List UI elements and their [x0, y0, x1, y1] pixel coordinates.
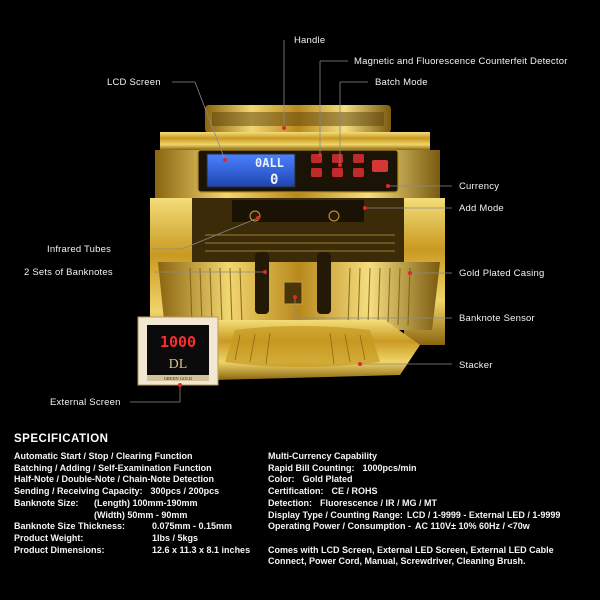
callout-banknote-sensor: Banknote Sensor: [459, 313, 535, 324]
keypad-button: [353, 154, 364, 163]
spacer: [268, 533, 594, 545]
spec-row: Multi-Currency Capability: [268, 451, 378, 461]
currency-button: [372, 160, 388, 172]
control-panel: [197, 149, 399, 193]
callout-detector: Magnetic and Fluorescence Counterfeit De…: [354, 56, 568, 67]
spec-row: (Width) 50mm - 90mm: [94, 509, 188, 520]
keypad-button: [353, 168, 364, 177]
lcd-top-text: 0ALL: [255, 156, 284, 170]
spec-row: Banknote Size Thickness:0.075mm - 0.15mm: [14, 521, 233, 532]
spec-row: Automatic Start / Stop / Clearing Functi…: [14, 451, 193, 461]
spec-row: Rapid Bill Counting:1000pcs/min: [268, 462, 417, 473]
spec-row: Color:Gold Plated: [268, 474, 353, 485]
spec-row: Operating Power / Consumption -AC 110V± …: [268, 521, 530, 532]
keypad-button: [311, 154, 322, 163]
callout-stacker: Stacker: [459, 360, 493, 371]
spec-row: Banknote Size:(Length) 100mm-190mm: [14, 497, 198, 508]
spec-row: Detection:Fluorescence / IR / MG / MT: [268, 497, 438, 508]
brand-logo: GREEN GOLD: [164, 376, 193, 381]
top-housing: [155, 132, 440, 198]
spec-row: Product Dimensions:12.6 x 11.3 x 8.1 inc…: [14, 544, 251, 555]
callout-gold-casing: Gold Plated Casing: [459, 268, 545, 279]
callout-currency: Currency: [459, 181, 500, 192]
spec-row: Product Weight:1lbs / 5kgs: [14, 532, 199, 543]
left-side-panel: [150, 198, 192, 360]
monogram-logo: DL: [169, 357, 188, 372]
keypad-button: [332, 154, 343, 163]
external-display-digits: 1000: [160, 333, 196, 351]
hopper: [192, 198, 404, 262]
keypad-button: [311, 168, 322, 177]
handle: [205, 105, 391, 133]
callout-dots: [178, 126, 412, 387]
callout-banknote-sets: 2 Sets of Banknotes: [24, 267, 113, 278]
spec-row: Half-Note / Double-Note / Chain-Note Det…: [14, 474, 214, 485]
external-screen: [137, 316, 219, 386]
spec-left-column: Automatic Start / Stop / Clearing Functi…: [14, 451, 266, 556]
callout-external-screen: External Screen: [50, 397, 121, 408]
front-casing: [158, 252, 440, 330]
spec-right-column: Multi-Currency Capability Rapid Bill Cou…: [268, 451, 594, 568]
spec-row: Display Type / Counting Range:LCD / 1-99…: [268, 509, 561, 520]
spec-row: Sending / Receiving Capacity:300pcs / 20…: [14, 486, 220, 497]
callout-add-mode: Add Mode: [459, 203, 504, 214]
keypad-button: [332, 168, 343, 177]
included-items-note: Comes with LCD Screen, External LED Scre…: [268, 544, 554, 567]
callout-handle: Handle: [294, 35, 326, 46]
callout-lines: [130, 40, 452, 403]
callout-batch-mode: Batch Mode: [375, 77, 428, 88]
spec-title: SPECIFICATION: [14, 433, 109, 445]
spec-row: Batching / Adding / Self-Examination Fun…: [14, 462, 212, 473]
stacker: [180, 320, 420, 380]
lcd-screen: [206, 153, 296, 188]
spec-row: Certification:CE / ROHS: [268, 486, 378, 497]
callout-lcd-screen: LCD Screen: [107, 77, 161, 88]
lcd-bottom-text: 0: [270, 172, 278, 188]
callout-infrared-tubes: Infrared Tubes: [47, 244, 112, 255]
right-side-panel: [404, 198, 445, 345]
